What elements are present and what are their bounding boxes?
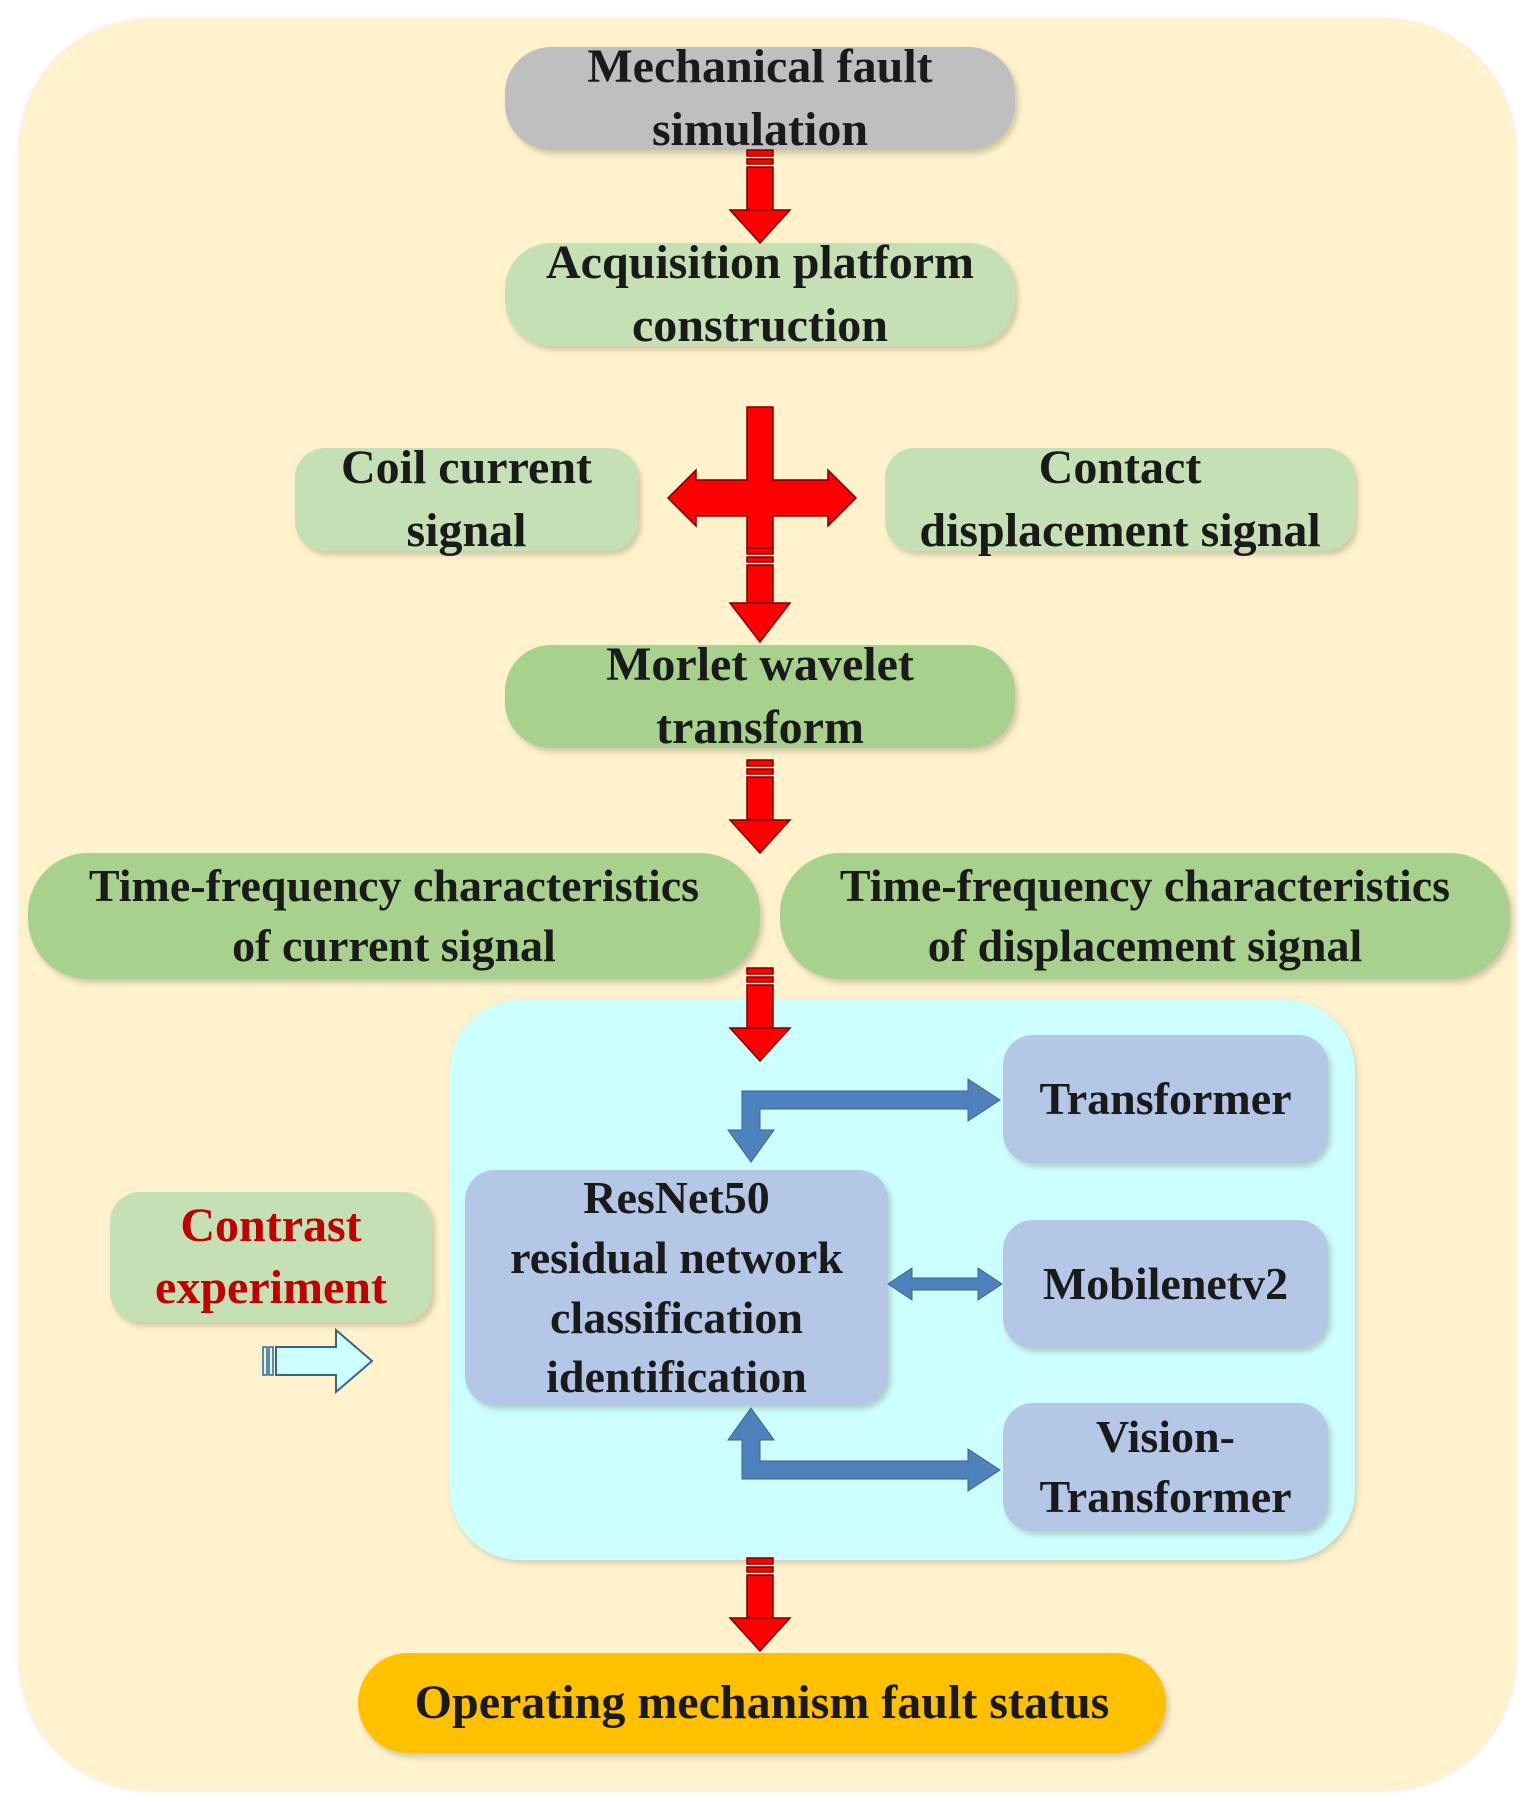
node-line: Operating mechanism fault status: [414, 1675, 1110, 1729]
morlet-wavelet-node: Morlet wavelet transform: [505, 638, 1015, 754]
contrast-arrow: [262, 1327, 374, 1395]
transformer-node: Transformer: [1003, 1035, 1328, 1163]
arrow-down-1: [729, 149, 791, 244]
cross-arrow: [666, 406, 858, 644]
acquisition-platform-node: Acquisition platform construction: [505, 236, 1015, 352]
node-line: Contact: [1038, 441, 1202, 495]
node-line: Coil current: [340, 441, 593, 495]
node-line: experiment: [155, 1261, 387, 1314]
coil-current-signal-node: Coil current signal: [295, 441, 638, 557]
node-line: Time-frequency characteristics: [839, 860, 1451, 912]
resnet50-node: ResNet50 residual network classification…: [465, 1170, 888, 1405]
contrast-experiment-node: Contrast experiment: [110, 1192, 432, 1322]
arrow-down-3: [729, 759, 791, 854]
mechanical-fault-simulation-node: Mechanical fault simulation: [505, 40, 1015, 156]
tf-current-node: Time-frequency characteristics of curren…: [28, 853, 760, 979]
node-line: Mobilenetv2: [1042, 1258, 1289, 1310]
arrow-down-4: [729, 967, 791, 1062]
node-line: Transformer: [1039, 1471, 1292, 1522]
node-line: Contrast: [180, 1198, 362, 1252]
vision-transformer-node: Vision- Transformer: [1003, 1403, 1328, 1531]
node-line: classification: [550, 1291, 803, 1343]
node-line: simulation: [651, 102, 869, 156]
node-line: residual network: [510, 1231, 843, 1283]
node-line: displacement signal: [919, 503, 1321, 557]
node-line: Morlet wavelet: [606, 638, 914, 692]
mobilenetv2-node: Mobilenetv2: [1003, 1220, 1328, 1348]
node-line: construction: [632, 298, 888, 352]
fault-status-node: Operating mechanism fault status: [358, 1653, 1166, 1753]
node-line: Time-frequency characteristics: [88, 860, 700, 912]
node-line: Acquisition platform: [545, 236, 974, 290]
node-line: Transformer: [1039, 1073, 1292, 1125]
node-line: of displacement signal: [927, 920, 1363, 971]
mobilenetv2-link-arrow: [887, 1267, 1003, 1301]
node-line: Mechanical fault: [587, 40, 933, 94]
node-line: signal: [406, 503, 527, 557]
transformer-link-arrow: [727, 1078, 1001, 1163]
node-line: of current signal: [232, 920, 556, 971]
node-line: Vision-: [1096, 1411, 1235, 1463]
arrow-down-5: [729, 1557, 791, 1652]
tf-displacement-node: Time-frequency characteristics of displa…: [780, 853, 1510, 979]
vision-transformer-link-arrow: [727, 1407, 1001, 1492]
node-line: identification: [546, 1351, 807, 1403]
contact-displacement-signal-node: Contact displacement signal: [885, 441, 1355, 557]
node-line: transform: [656, 700, 864, 754]
node-line: ResNet50: [583, 1171, 770, 1223]
